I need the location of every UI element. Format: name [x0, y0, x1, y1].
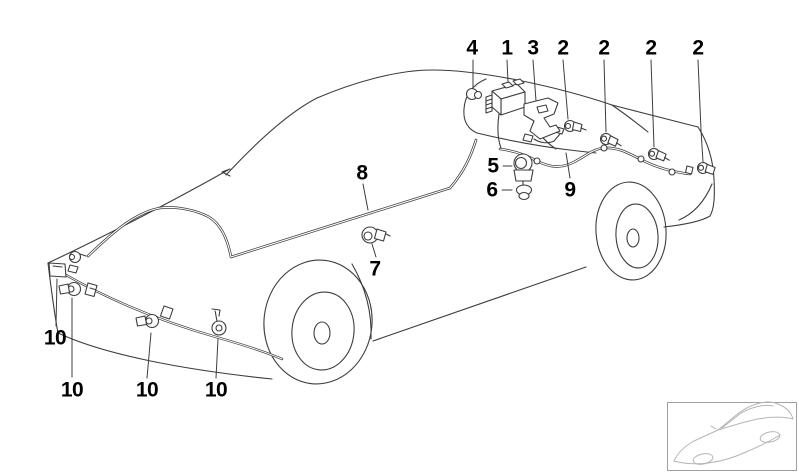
- inset-car-thumbnail: [667, 401, 797, 471]
- part-1-control-module: [485, 78, 526, 116]
- callout-part-1: 1: [501, 36, 513, 60]
- part-7-sensor: [361, 226, 391, 244]
- front-bumper-harness: [64, 273, 284, 361]
- wiring-harness-8: [86, 138, 478, 259]
- callout-part-10-c: 10: [135, 378, 159, 402]
- callout-part-9: 9: [564, 178, 576, 202]
- callout-part-6: 6: [486, 178, 498, 202]
- callout-part-10-a: 10: [43, 326, 67, 350]
- car-body-outline: [47, 69, 715, 380]
- callout-part-2-c: 2: [645, 36, 657, 60]
- front-wheel: [263, 259, 373, 385]
- part-6-nut: [515, 184, 533, 201]
- part-2-rear-sensor: [563, 119, 716, 175]
- callout-part-3: 3: [527, 36, 539, 60]
- callout-part-7: 7: [369, 257, 381, 281]
- callout-part-10-b: 10: [60, 378, 84, 402]
- callout-part-2-b: 2: [598, 36, 610, 60]
- part-4-grommet: [465, 87, 483, 101]
- leader-lines: [55, 59, 704, 379]
- part-5-holder: [513, 153, 534, 187]
- callout-part-4: 4: [466, 36, 478, 60]
- callout-part-2-d: 2: [692, 36, 704, 60]
- callout-part-10-d: 10: [204, 378, 228, 402]
- callout-part-8: 8: [356, 161, 368, 185]
- callout-part-2-a: 2: [557, 36, 569, 60]
- part-10-front-sensors: [48, 250, 227, 336]
- part-3-bracket: [523, 97, 561, 144]
- rear-wheel: [595, 181, 667, 281]
- callout-part-5: 5: [487, 154, 499, 178]
